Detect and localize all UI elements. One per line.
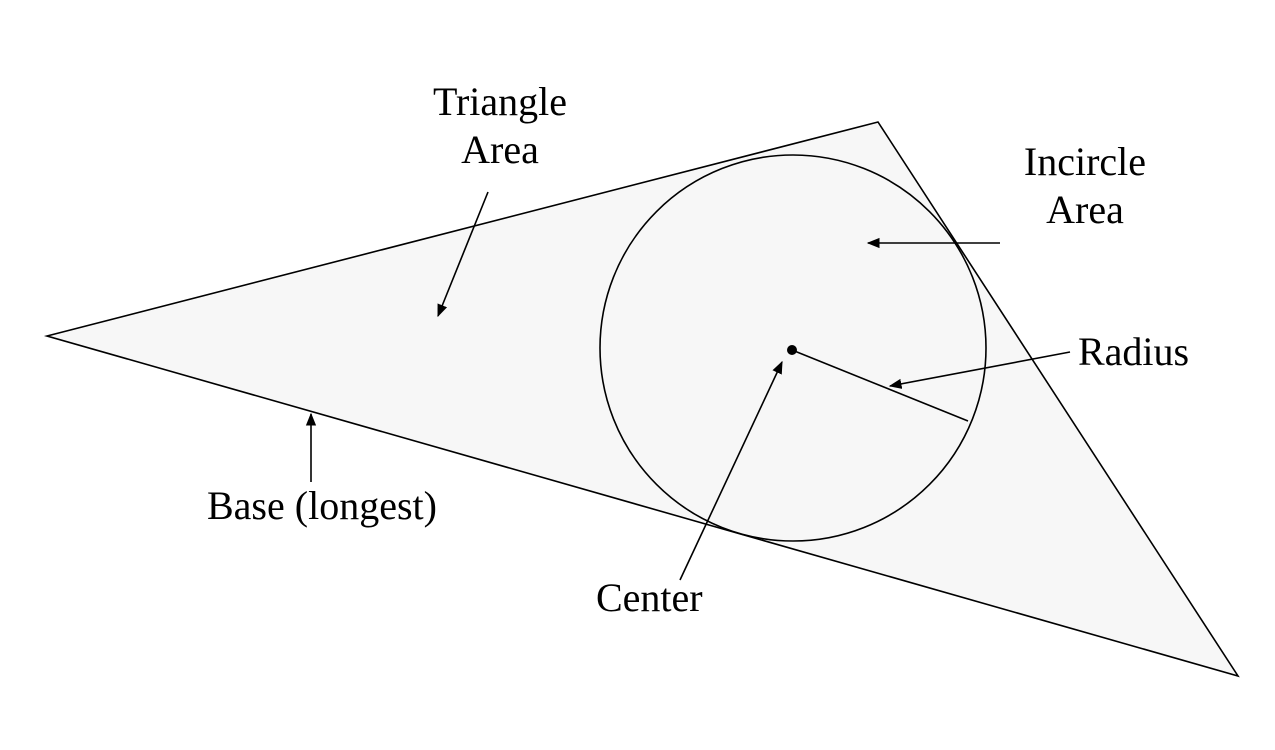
triangle — [43, 121, 1240, 678]
triangle-area-label: Triangle Area — [400, 78, 600, 174]
radius-arrow — [888, 351, 1071, 389]
triangle-area-arrow — [437, 191, 489, 318]
base-label: Base (longest) — [207, 483, 437, 528]
triangle-area-line1: Triangle — [432, 79, 568, 124]
incircle-area-label: Incircle Area — [985, 138, 1185, 234]
radius-label: Radius — [1078, 329, 1190, 374]
incircle-area-line2: Area — [1046, 187, 1124, 232]
triangle-area-line2: Area — [461, 127, 539, 172]
incircle — [599, 154, 987, 542]
incircle-area-line1: Incircle — [1023, 139, 1147, 184]
center-arrow — [679, 360, 783, 581]
radius-line — [791, 349, 969, 422]
center-label: Center — [596, 575, 703, 620]
